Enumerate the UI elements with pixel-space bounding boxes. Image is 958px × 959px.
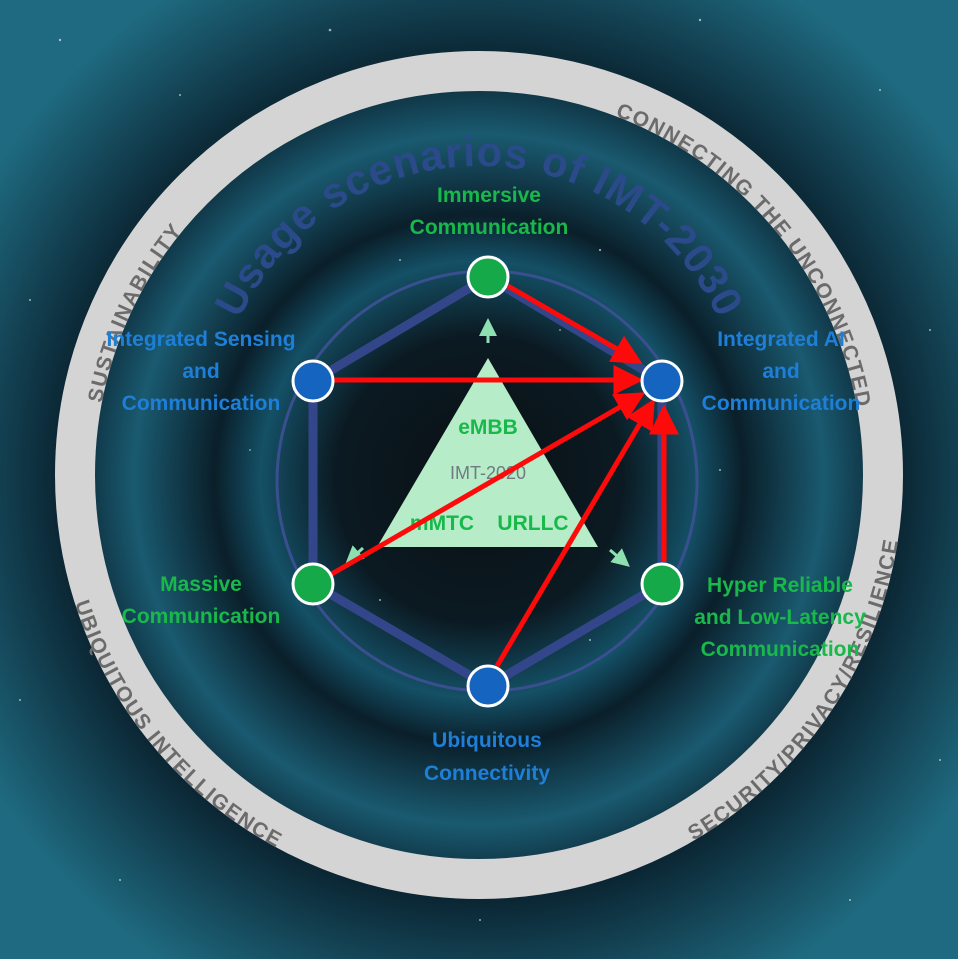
svg-text:Hyper Reliable: Hyper Reliable — [707, 574, 853, 597]
node-ubiquitous — [468, 666, 508, 706]
svg-text:Communication: Communication — [410, 216, 569, 239]
svg-text:Ubiquitous: Ubiquitous — [432, 729, 542, 752]
label-hrllc: Hyper Reliable and Low-Latency Communica… — [694, 574, 866, 661]
svg-text:Massive: Massive — [160, 573, 242, 596]
svg-text:Communication: Communication — [122, 392, 281, 415]
svg-text:Communication: Communication — [122, 605, 281, 628]
svg-text:and Low-Latency: and Low-Latency — [694, 606, 866, 629]
svg-text:Connectivity: Connectivity — [424, 762, 550, 785]
svg-text:Integrated AI: Integrated AI — [717, 328, 845, 351]
svg-text:Immersive: Immersive — [437, 184, 541, 207]
node-immersive — [468, 257, 508, 297]
node-hrllc — [642, 564, 682, 604]
svg-text:and: and — [762, 360, 799, 383]
svg-text:and: and — [182, 360, 219, 383]
triangle-label-urllc: URLLC — [497, 512, 568, 535]
node-massive — [293, 564, 333, 604]
triangle-label-embb: eMBB — [458, 416, 518, 439]
svg-text:Communication: Communication — [702, 392, 861, 415]
node-integrated-ai — [642, 361, 682, 401]
svg-text:Communication: Communication — [701, 638, 860, 661]
svg-text:Integrated Sensing: Integrated Sensing — [106, 328, 295, 351]
node-isac — [293, 361, 333, 401]
